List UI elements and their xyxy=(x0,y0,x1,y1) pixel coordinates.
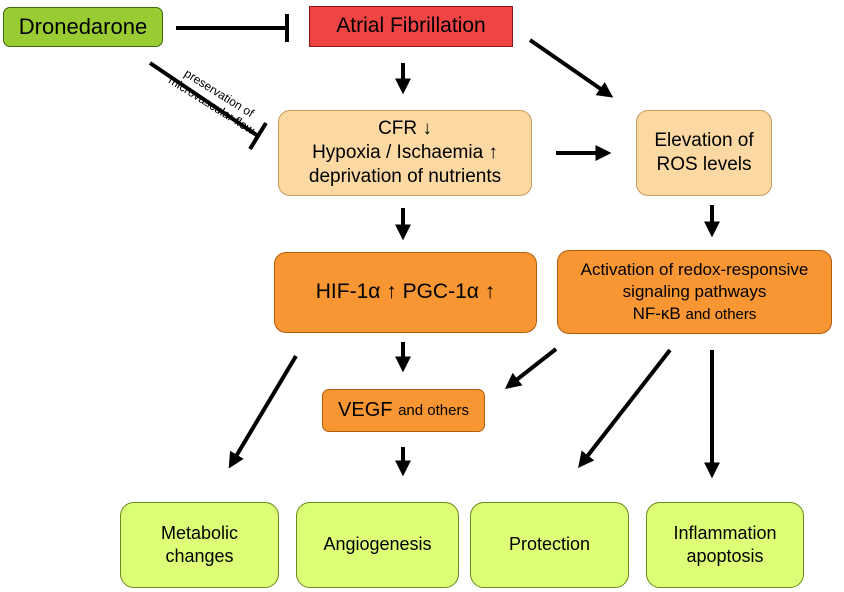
node-cfr-line1: CFR ↓ xyxy=(378,117,432,139)
node-hif: HIF-1α ↑ PGC-1α ↑ xyxy=(274,252,537,333)
node-redox-line1: Activation of redox-responsive xyxy=(580,260,809,280)
node-vegf: VEGF and others xyxy=(322,389,485,432)
node-redox-line3: NF-κB and others xyxy=(633,303,757,325)
node-metabolic-line1: Metabolic xyxy=(160,522,239,543)
node-redox-nfkb: NF-κB xyxy=(632,303,681,323)
node-redox-line2: signaling pathways xyxy=(622,282,767,302)
node-inflammation: Inflammation apoptosis xyxy=(646,502,804,588)
node-angiogenesis: Angiogenesis xyxy=(296,502,459,588)
node-af-label: Atrial Fibrillation xyxy=(336,14,486,38)
node-metabolic: Metabolic changes xyxy=(120,502,279,588)
node-vegf-others: and others xyxy=(398,401,469,419)
node-redox-others: and others xyxy=(685,305,757,323)
node-atrial-fibrillation: Atrial Fibrillation xyxy=(309,6,513,47)
inhibit-bar-cfr xyxy=(248,121,268,151)
inhibit-dronedarone-cfr xyxy=(148,61,260,138)
node-hif-label: HIF-1α ↑ PGC-1α ↑ xyxy=(315,280,496,304)
node-ros-line1: Elevation of xyxy=(654,129,754,151)
node-inflammation-line2: apoptosis xyxy=(686,546,764,566)
node-inflammation-line1: Inflammation xyxy=(673,522,777,543)
node-protection: Protection xyxy=(470,502,629,588)
node-cfr-line3: deprivation of nutrients xyxy=(308,166,502,188)
arrow-af-ros xyxy=(528,38,614,98)
node-dronedarone-label: Dronedarone xyxy=(18,13,148,39)
arrow-redox-protection xyxy=(578,348,672,469)
node-metabolic-line2: changes xyxy=(165,546,234,566)
arrow-hif-metabolic xyxy=(228,354,298,469)
node-protection-label: Protection xyxy=(508,534,591,555)
node-cfr: CFR ↓ Hypoxia / Ischaemia ↑ deprivation … xyxy=(278,110,532,196)
node-vegf-main: VEGF xyxy=(338,398,393,421)
node-dronedarone: Dronedarone xyxy=(3,7,163,47)
node-ros: Elevation of ROS levels xyxy=(636,110,772,196)
node-redox: Activation of redox-responsive signaling… xyxy=(557,250,832,334)
node-angiogenesis-label: Angiogenesis xyxy=(323,534,432,555)
arrow-redox-vegf xyxy=(504,347,558,389)
node-ros-line2: ROS levels xyxy=(656,154,752,175)
node-cfr-line2: Hypoxia / Ischaemia ↑ xyxy=(312,141,498,163)
